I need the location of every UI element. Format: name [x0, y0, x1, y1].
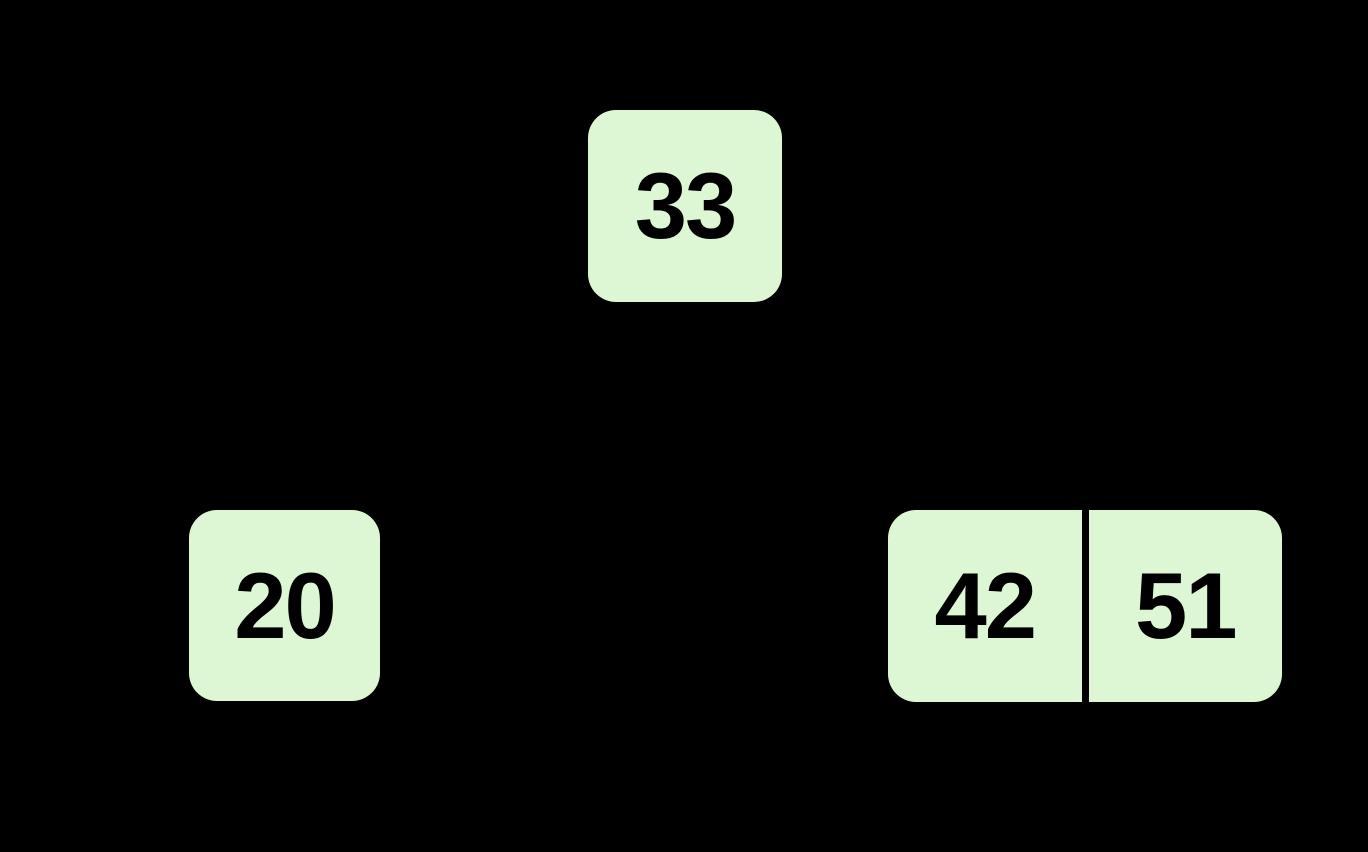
- node-key: 42: [888, 510, 1082, 702]
- tree-node-left-child: 20: [189, 510, 380, 701]
- node-key: 51: [1088, 510, 1282, 702]
- node-key: 33: [588, 110, 782, 302]
- key-divider: [1081, 510, 1089, 702]
- node-key: 20: [189, 510, 380, 701]
- tree-node-root: 33: [588, 110, 782, 302]
- tree-node-right-child: 42 51: [888, 510, 1282, 702]
